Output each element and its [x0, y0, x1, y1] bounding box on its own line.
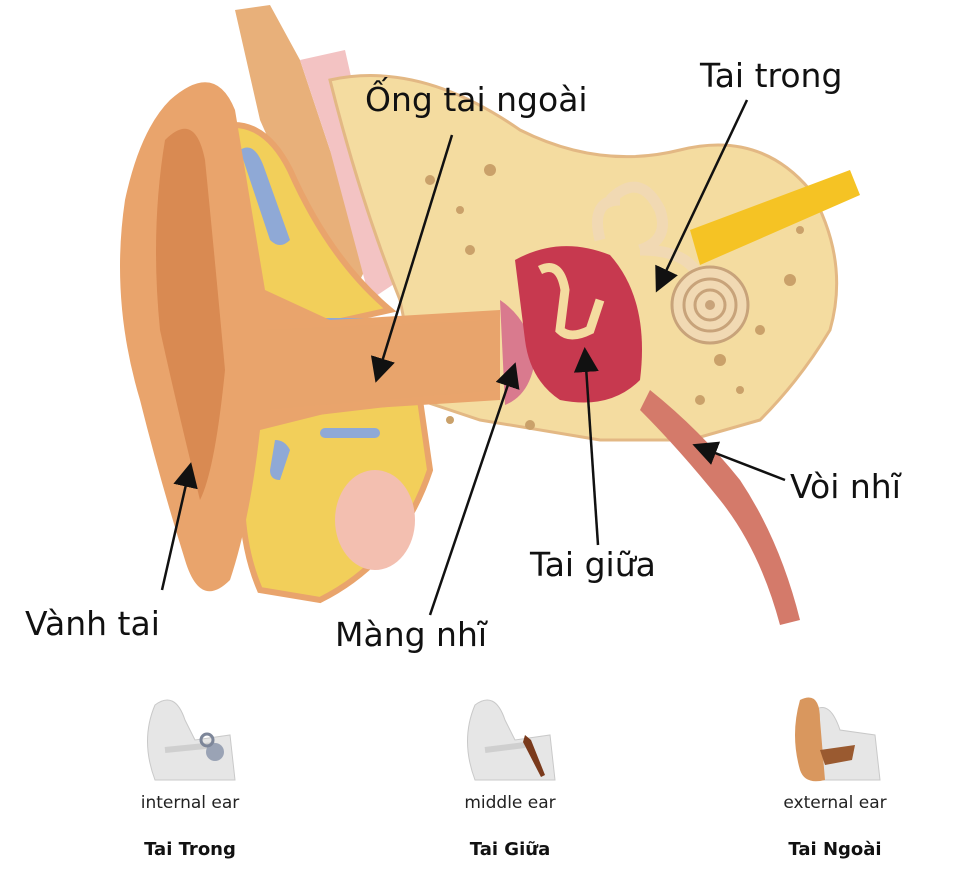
bone-pores	[425, 164, 804, 430]
cochlea	[670, 265, 750, 345]
label-eustachian-tube: Vòi nhĩ	[790, 467, 901, 506]
legend-middle-ear: middle ear Tai Giữa	[440, 690, 580, 860]
legend-external-ear: external ear Tai Ngoài	[765, 690, 905, 860]
middle-ear-thumbnail	[467, 699, 556, 781]
legend-vietnamese: Tai Ngoài	[788, 839, 882, 860]
scalp-layers	[235, 5, 370, 300]
external-ear-thumbnail	[795, 697, 881, 782]
label-pinna: Vành tai	[25, 604, 160, 643]
middle-ear-cavity	[515, 246, 642, 403]
arrow-pinna	[160, 462, 198, 591]
label-inner-ear: Tai trong	[700, 56, 843, 95]
arrow-inner-ear	[655, 99, 749, 293]
arrow-middle-ear	[573, 347, 600, 546]
legend-internal-ear: internal ear Tai Trong	[120, 690, 260, 860]
label-outer-canal: Ống tai ngoài	[365, 80, 588, 119]
label-middle-ear: Tai giữa	[530, 545, 656, 584]
auditory-nerve	[690, 170, 860, 265]
ear-anatomy-illustration	[120, 5, 860, 625]
legend-vietnamese: Tai Giữa	[469, 839, 551, 860]
internal-ear-thumbnail	[147, 699, 236, 781]
arrow-eustachian	[692, 441, 786, 482]
ossicles	[537, 263, 605, 340]
legend-english: middle ear	[464, 793, 556, 813]
eustachian-tube-shape	[640, 390, 800, 625]
label-eardrum: Màng nhĩ	[335, 615, 488, 654]
legend-english: internal ear	[140, 793, 240, 813]
legend-vietnamese: Tai Trong	[144, 839, 236, 860]
legend-english: external ear	[783, 793, 887, 813]
arrow-outer-canal	[370, 134, 454, 383]
arrow-eardrum	[428, 362, 520, 616]
